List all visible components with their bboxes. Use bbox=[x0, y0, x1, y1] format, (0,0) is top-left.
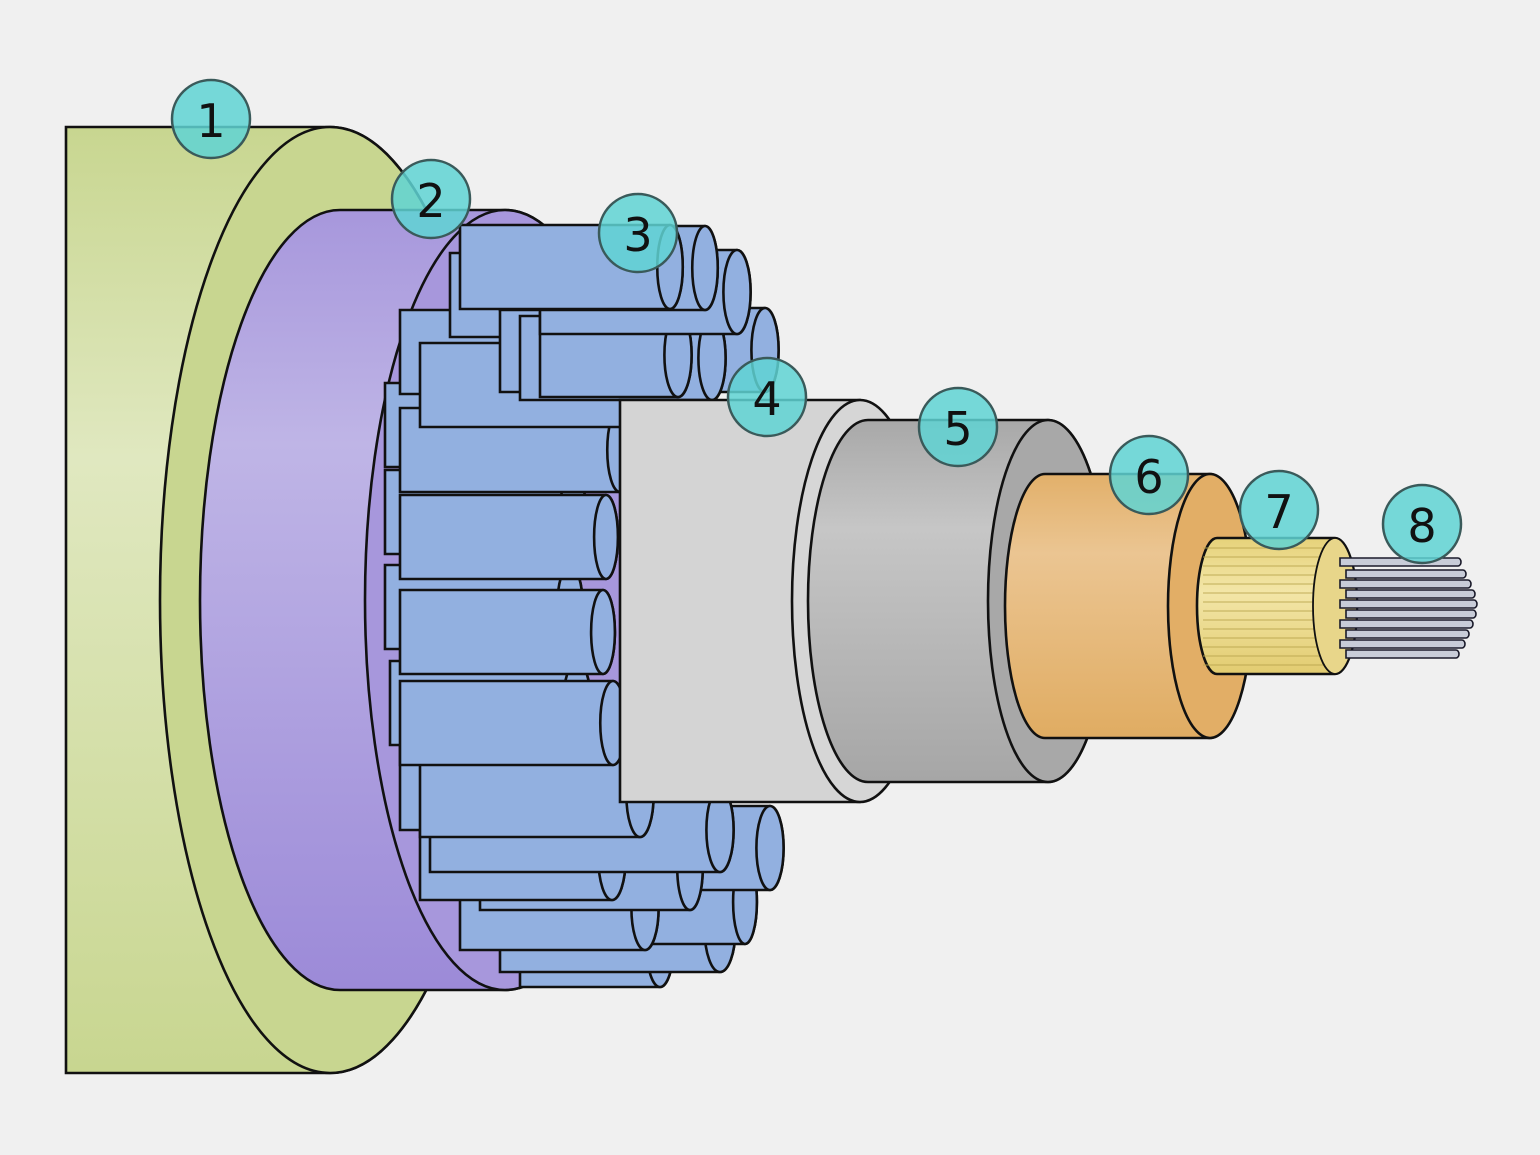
armour-wire bbox=[398, 588, 617, 676]
callout-3-armour-wires: 3 bbox=[597, 192, 679, 274]
callout-label: 7 bbox=[1264, 485, 1293, 539]
callout-circle bbox=[597, 192, 679, 274]
callout-6-insulation: 6 bbox=[1108, 434, 1190, 516]
callout-circle bbox=[726, 356, 808, 438]
armour-wire bbox=[398, 493, 620, 581]
conductor-screen bbox=[1195, 536, 1359, 676]
callout-8-conductor: 8 bbox=[1381, 483, 1463, 565]
callout-label: 6 bbox=[1134, 450, 1163, 504]
conductor-strand bbox=[1339, 639, 1466, 649]
conductor-strand bbox=[1345, 589, 1476, 599]
armour-wires bbox=[383, 223, 785, 989]
callout-circle bbox=[1238, 469, 1320, 551]
callout-circle bbox=[390, 158, 472, 240]
callout-circle bbox=[1108, 434, 1190, 516]
conductor-strand bbox=[1339, 557, 1462, 567]
callout-1-outer-sheath: 1 bbox=[170, 78, 252, 160]
conductor-strands bbox=[1339, 557, 1478, 659]
callout-circle bbox=[1381, 483, 1463, 565]
conductor-strand bbox=[1339, 619, 1474, 629]
conductor-strand bbox=[1339, 579, 1472, 589]
callout-circle bbox=[170, 78, 252, 160]
callout-4-inner-sheath: 4 bbox=[726, 356, 808, 438]
callout-circle bbox=[917, 386, 999, 468]
callout-2-binding-tape: 2 bbox=[390, 158, 472, 240]
callout-label: 1 bbox=[196, 94, 225, 148]
conductor-strand bbox=[1345, 629, 1470, 639]
conductor-strand bbox=[1345, 609, 1477, 619]
conductor-strand bbox=[1339, 599, 1478, 609]
callout-label: 5 bbox=[943, 402, 972, 456]
callout-label: 2 bbox=[416, 174, 445, 228]
armour-wire bbox=[398, 679, 628, 767]
conductor-strand bbox=[1345, 569, 1467, 579]
callouts: 1 2 3 4 5 6 7 8 bbox=[170, 78, 1463, 565]
conductor-strand bbox=[1345, 649, 1460, 659]
callout-label: 3 bbox=[623, 208, 652, 262]
callout-7-conductor-screen: 7 bbox=[1238, 469, 1320, 551]
callout-label: 4 bbox=[752, 372, 781, 426]
callout-label: 8 bbox=[1407, 499, 1436, 553]
callout-5-metallic-screen: 5 bbox=[917, 386, 999, 468]
